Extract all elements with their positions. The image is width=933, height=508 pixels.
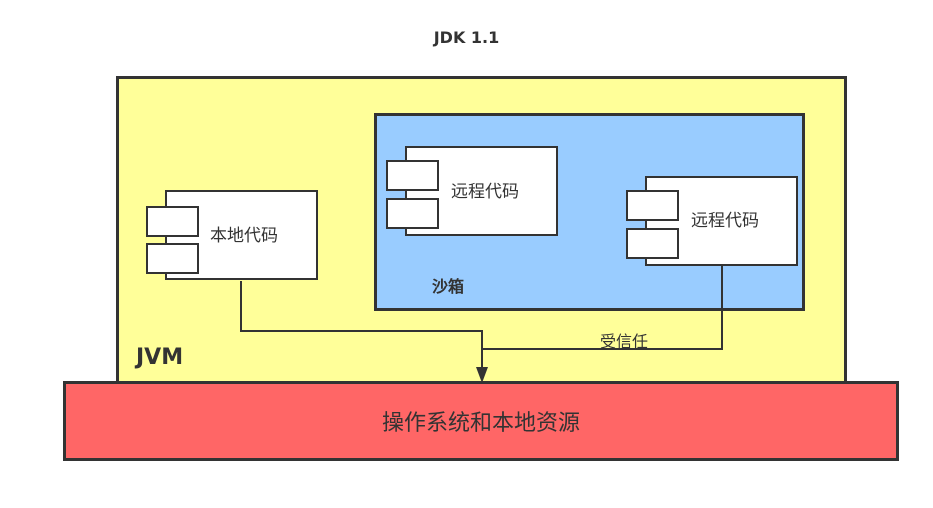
local-code-port-bottom bbox=[146, 243, 199, 274]
remote-code-1-port-bottom bbox=[386, 198, 439, 229]
os-resources-label: 操作系统和本地资源 bbox=[381, 411, 580, 436]
local-code-label: 本地代码 bbox=[210, 226, 278, 246]
sandbox-label: 沙箱 bbox=[432, 277, 465, 296]
remote-code-1-port-top bbox=[386, 160, 439, 191]
arrow-head bbox=[476, 367, 488, 383]
remote-code-1-label: 远程代码 bbox=[451, 182, 519, 202]
jvm-label: JVM bbox=[136, 345, 184, 370]
remote-code-2-port-top bbox=[626, 190, 679, 221]
diagram-title: JDK 1.1 bbox=[433, 28, 500, 47]
remote-code-2-label: 远程代码 bbox=[691, 211, 759, 231]
os-resources-block: 操作系统和本地资源 bbox=[63, 381, 899, 461]
remote-code-2-port-bottom bbox=[626, 228, 679, 259]
local-code-connector bbox=[240, 281, 483, 368]
trusted-label: 受信任 bbox=[600, 332, 649, 351]
local-code-port-top bbox=[146, 206, 199, 237]
trusted-connector bbox=[482, 266, 723, 350]
